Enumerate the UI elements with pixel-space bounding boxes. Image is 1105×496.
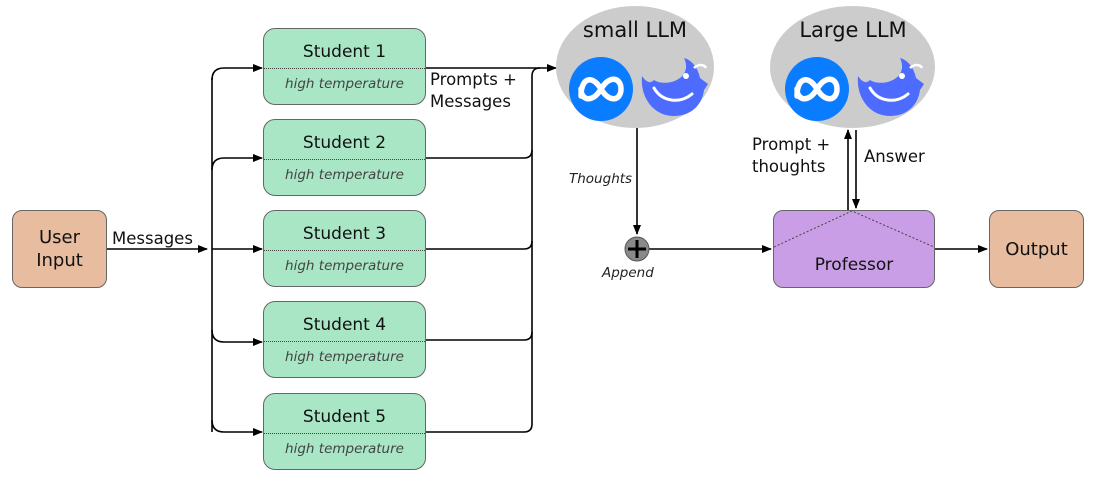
student-node-1: Student 1 high temperature [263, 28, 426, 105]
student-divider [264, 68, 425, 69]
collector-spine [531, 67, 541, 424]
student-title: Student 4 [302, 315, 387, 335]
edge-student-3-out [426, 240, 533, 250]
output-node: Output [989, 210, 1084, 288]
user-input-line1: User [38, 227, 80, 248]
student-divider [264, 341, 425, 342]
student-node-3: Student 3 high temperature [263, 210, 426, 287]
append-node [624, 236, 650, 262]
student-node-2: Student 2 high temperature [263, 119, 426, 196]
student-title: Student 3 [302, 224, 387, 244]
student-subtitle: high temperature [285, 349, 404, 365]
professor-diagonals [774, 211, 934, 248]
user-input-line2: Input [36, 250, 83, 271]
prompt-thoughts-label-line2: thoughts [752, 157, 826, 176]
student-title: Student 5 [302, 407, 387, 427]
student-subtitle: high temperature [285, 441, 404, 457]
meta-icon [785, 57, 849, 121]
small-llm-ellipse: small LLM [556, 6, 714, 128]
deepseek-whale-icon [641, 58, 708, 116]
prompt-thoughts-label-line1: Prompt + [752, 135, 831, 154]
student-node-4: Student 4 high temperature [263, 301, 426, 378]
edge-to-student-4 [211, 329, 263, 346]
student-node-5: Student 5 high temperature [263, 393, 426, 470]
answer-label: Answer [864, 147, 925, 166]
append-label: Append [602, 265, 654, 281]
professor-label: Professor [814, 255, 894, 275]
edge-to-student-2 [211, 154, 263, 171]
messages-label: Messages [112, 229, 193, 248]
student-divider [264, 159, 425, 160]
professor-node: Professor [773, 210, 935, 288]
large-llm-title: Large LLM [799, 18, 907, 42]
student-title: Student 1 [302, 42, 387, 62]
student-divider [264, 433, 425, 434]
student-subtitle: high temperature [285, 76, 404, 92]
user-input-node: User Input [12, 210, 107, 288]
meta-icon [569, 57, 633, 121]
prompts-label-line2: Messages [430, 92, 511, 111]
edge-to-student-5 [211, 419, 263, 436]
edge-student-5-out [426, 423, 533, 433]
student-subtitle: high temperature [285, 167, 404, 183]
prompts-label-line1: Prompts + [430, 70, 517, 89]
small-llm-title: small LLM [582, 18, 688, 42]
student-title: Student 2 [302, 133, 387, 153]
deepseek-whale-icon [857, 58, 924, 116]
edge-to-student-1 [211, 64, 263, 81]
thoughts-label: Thoughts [569, 171, 633, 187]
output-label: Output [1005, 238, 1068, 260]
student-divider [264, 250, 425, 251]
large-llm-ellipse: Large LLM [770, 6, 935, 128]
edge-student-4-out [426, 331, 533, 341]
student-subtitle: high temperature [285, 258, 404, 274]
edge-student-2-out [426, 149, 533, 159]
